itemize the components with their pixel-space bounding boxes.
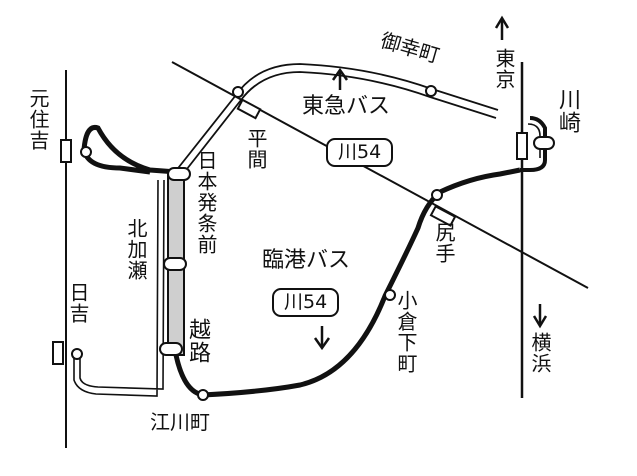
kawasaki-terminal-loop [520, 116, 547, 172]
ogura-shimocho-label: 小倉下町 [394, 290, 418, 374]
yokohama-arrow-icon [532, 304, 548, 329]
hiyoshi-route [73, 179, 165, 397]
hirama-station-marker [236, 98, 262, 120]
hiyoshi-station-marker [52, 341, 64, 365]
shiriteji-stop [431, 189, 443, 201]
kawasaki-station-marker [516, 132, 528, 160]
motosumiyoshi-stop [80, 146, 92, 158]
tokyo-direction-label: 東京 [492, 48, 516, 90]
shiriteji-station-marker [429, 205, 457, 227]
rinko-bus-label: 臨港バス [262, 248, 351, 273]
hiyoshi-label: 日吉 [66, 282, 90, 324]
egawacho-label: 江川町 [150, 410, 210, 434]
motosumiyoshi-station-marker [60, 139, 72, 163]
koshiji-label: 越路 [185, 318, 210, 364]
tokyu-bus-label: 東急バス [302, 94, 391, 119]
tokyu-bus-route [174, 63, 499, 175]
egawacho-stop [197, 389, 209, 401]
rinko-route-number: 川54 [272, 288, 340, 317]
tokyu-route-number: 川54 [326, 138, 394, 167]
shiriteji-label: 尻手 [432, 222, 456, 264]
ogura-shimocho-stop [384, 289, 396, 301]
kawasaki-terminal-inner [527, 123, 541, 158]
arrow-up-icon [331, 67, 349, 90]
yokohama-direction-label: 横浜 [528, 332, 552, 374]
rinko-bus-route [173, 167, 521, 398]
motosumiyoshi-label: 元住吉 [26, 88, 50, 151]
kitakase-stop [163, 257, 187, 271]
motosumiyoshi-loop [81, 125, 178, 175]
nippon-hatsujo-stop [167, 167, 191, 181]
kitakase-label: 北加瀬 [124, 218, 148, 281]
hiyoshi-stop [71, 348, 83, 360]
arrow-down-icon [313, 326, 331, 351]
kawasaki-label: 川崎 [555, 88, 580, 134]
hirama-stop [232, 86, 244, 98]
kawasaki-stop [533, 136, 555, 150]
nippon-hatsujo-label: 日本発条前 [194, 150, 218, 255]
koshiji-stop [159, 342, 183, 356]
gokoucho-stop [425, 85, 437, 97]
tokyo-arrow-icon [494, 15, 510, 40]
hirama-label: 平間 [244, 128, 268, 170]
